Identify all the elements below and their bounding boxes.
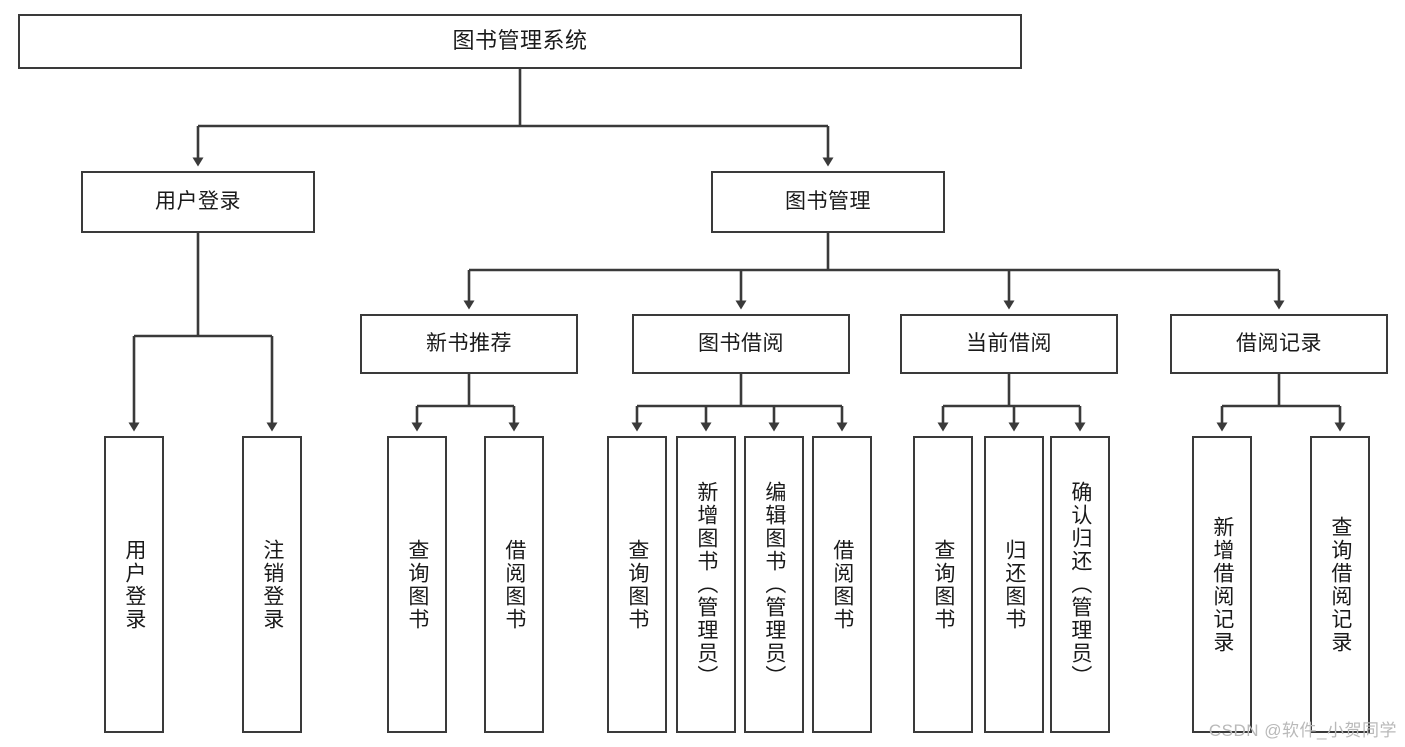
leaf-label: 查询借阅记录 — [1328, 515, 1352, 654]
leaf-label: 归还图书 — [1002, 538, 1026, 631]
leaf-label: 注销登录 — [260, 538, 284, 631]
leaf-borrow-book[interactable]: 借阅图书 — [812, 436, 872, 733]
leaf-label: 查询图书 — [625, 538, 649, 631]
node-new-book-recommend[interactable]: 新书推荐 — [360, 314, 578, 374]
leaf-confirm-return-admin[interactable]: 确认归还（管理员） — [1050, 436, 1110, 733]
leaf-return-book[interactable]: 归还图书 — [984, 436, 1044, 733]
node-borrow-record[interactable]: 借阅记录 — [1170, 314, 1388, 374]
node-book-management[interactable]: 图书管理 — [711, 171, 945, 233]
leaf-query-book-newbook[interactable]: 查询图书 — [387, 436, 447, 733]
leaf-logout[interactable]: 注销登录 — [242, 436, 302, 733]
leaf-label: 用户登录 — [122, 538, 146, 631]
leaf-label: 借阅图书 — [502, 538, 526, 631]
leaf-label: 新增借阅记录 — [1210, 515, 1234, 654]
watermark-text: CSDN @软件_小贺同学 — [1208, 721, 1397, 740]
leaf-add-borrow-record[interactable]: 新增借阅记录 — [1192, 436, 1252, 733]
leaf-label: 确认归还（管理员） — [1068, 481, 1092, 688]
leaf-add-book-admin[interactable]: 新增图书（管理员） — [676, 436, 736, 733]
leaf-label: 查询图书 — [405, 538, 429, 631]
node-current-borrow[interactable]: 当前借阅 — [900, 314, 1118, 374]
leaf-edit-book-admin[interactable]: 编辑图书（管理员） — [744, 436, 804, 733]
node-root[interactable]: 图书管理系统 — [18, 14, 1022, 69]
leaf-query-borrow-record[interactable]: 查询借阅记录 — [1310, 436, 1370, 733]
leaf-query-book-current[interactable]: 查询图书 — [913, 436, 973, 733]
node-user-login[interactable]: 用户登录 — [81, 171, 315, 233]
leaf-user-login[interactable]: 用户登录 — [104, 436, 164, 733]
leaf-label: 编辑图书（管理员） — [762, 481, 786, 688]
leaf-label: 借阅图书 — [830, 538, 854, 631]
leaf-label: 新增图书（管理员） — [694, 481, 718, 688]
leaf-query-book-borrow[interactable]: 查询图书 — [607, 436, 667, 733]
leaf-borrow-book-newbook[interactable]: 借阅图书 — [484, 436, 544, 733]
node-book-borrow[interactable]: 图书借阅 — [632, 314, 850, 374]
leaf-label: 查询图书 — [931, 538, 955, 631]
